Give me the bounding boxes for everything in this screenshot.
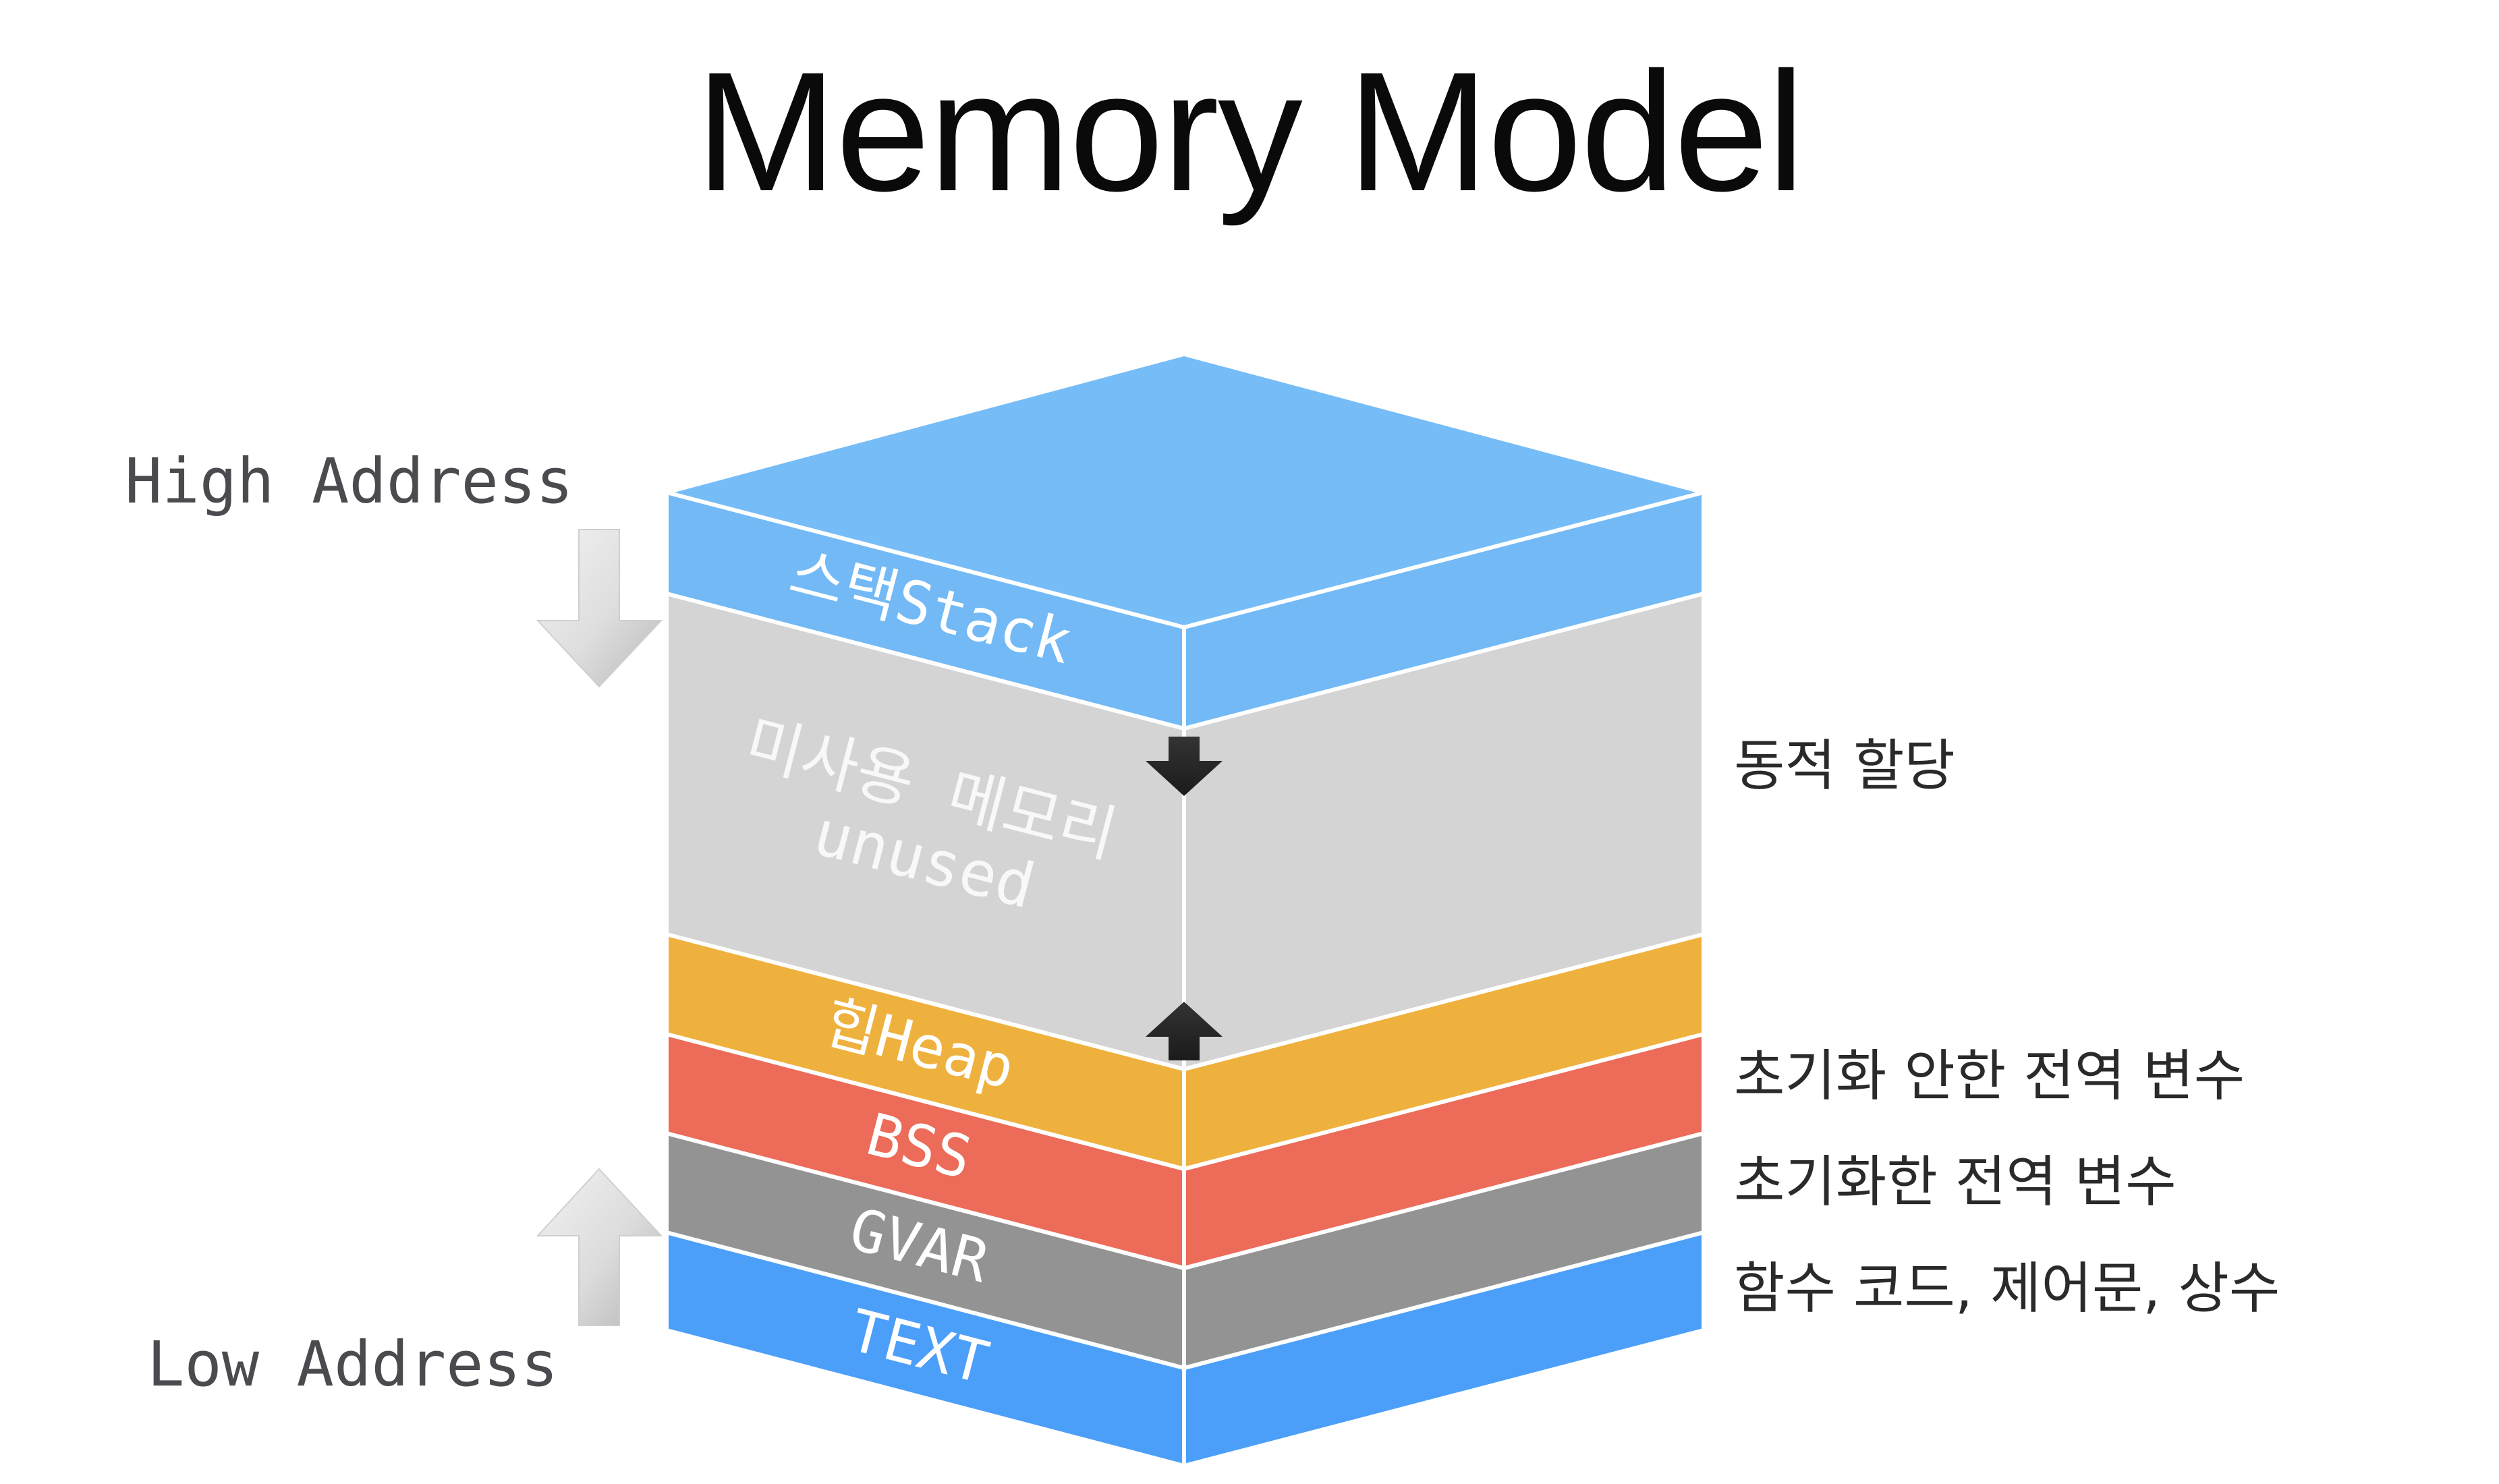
low-address-label: Low Address [147, 1328, 559, 1400]
low-address-up-arrow-icon [536, 1168, 663, 1326]
stack-growth-down-arrow-icon [1146, 737, 1223, 796]
desc-text: 함수 코드, 제어문, 상수 [1734, 1257, 2280, 1321]
heap-growth-up-arrow-icon [1146, 1002, 1223, 1060]
page-title: Memory Model [695, 37, 1805, 227]
high-address-label: High Address [125, 445, 573, 517]
desc-gvar: 초기화한 전역 변수 [1734, 1150, 2177, 1214]
desc-bss: 초기화 안한 전역 변수 [1734, 1044, 2245, 1108]
high-address-down-arrow-icon [536, 529, 663, 688]
stack-layer-right [1182, 490, 1706, 731]
desc-dynamic-allocation: 동적 할당 [1734, 734, 1955, 798]
